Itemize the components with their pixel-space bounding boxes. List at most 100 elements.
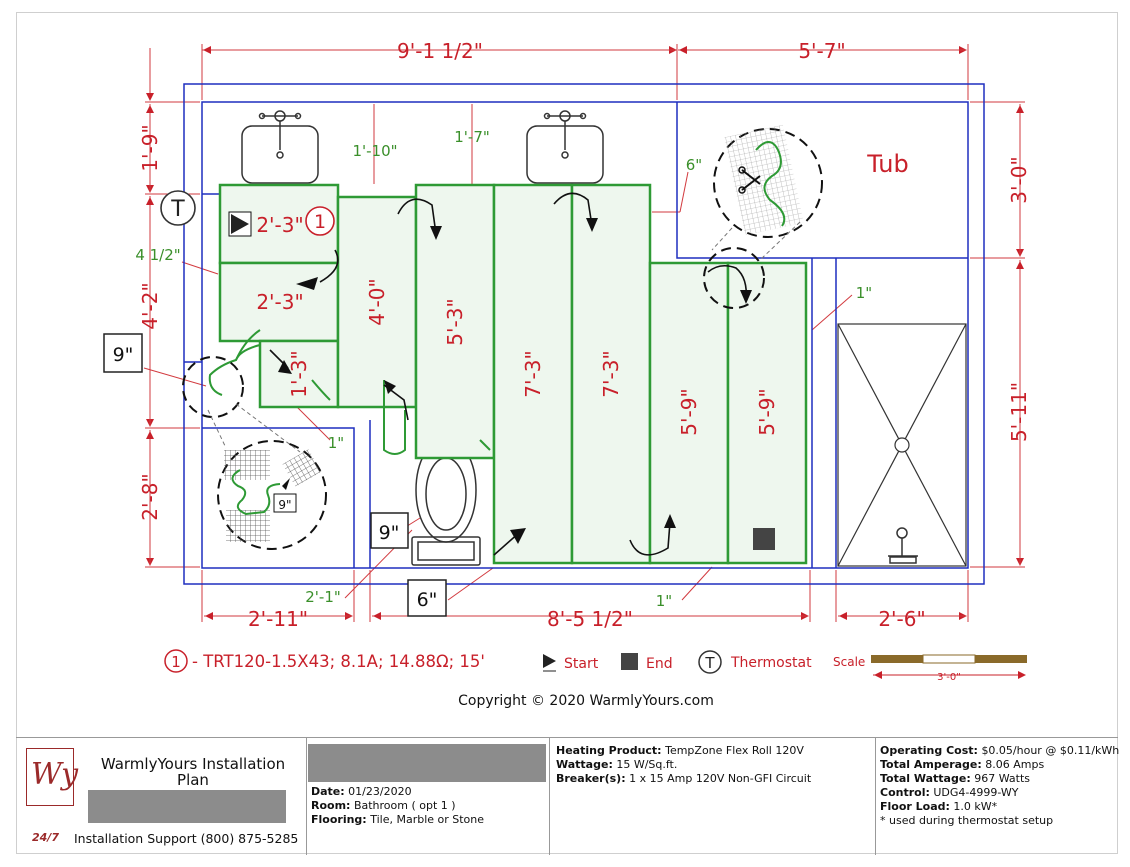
detail-bubble-cut bbox=[703, 124, 823, 309]
gap-1in-bottom: 1" bbox=[656, 592, 672, 610]
redacted-customer bbox=[88, 790, 286, 823]
opcost-line: Operating Cost: $0.05/hour @ $0.11/kWh bbox=[880, 744, 1120, 757]
dim-top-right: 5'-7" bbox=[798, 39, 845, 63]
breaker-value: 1 x 15 Amp 120V Non-GFI Circuit bbox=[629, 772, 812, 785]
company-title: WarmlyYours Installation Plan bbox=[100, 755, 286, 789]
legend-start: Start bbox=[564, 656, 599, 672]
gap-1in-shower: 1" bbox=[856, 284, 872, 302]
title-block: Wy WarmlyYours Installation Plan 24/7 In… bbox=[16, 737, 1120, 855]
legend-circuit-number: 1 bbox=[171, 653, 181, 671]
legend: 1 - TRT120-1.5X43; 8.1A; 14.88Ω; 15' Sta… bbox=[164, 649, 1027, 683]
title-block-electrical: Operating Cost: $0.05/hour @ $0.11/kWh T… bbox=[876, 738, 1120, 855]
segment-label-1: 2'-3" bbox=[256, 213, 303, 237]
circuit-number-badge: 1 bbox=[305, 206, 335, 236]
total-wattage-value: 967 Watts bbox=[974, 772, 1030, 785]
segment-label-8: 5'-9" bbox=[677, 388, 701, 435]
room-value: Bathroom ( opt 1 ) bbox=[353, 799, 456, 812]
floor-load-value: 1.0 kW* bbox=[953, 800, 998, 813]
dim-left-top: 1'-9" bbox=[138, 124, 162, 171]
sink-right-icon bbox=[526, 110, 604, 184]
breaker-line: Breaker(s): 1 x 15 Amp 120V Non-GFI Circ… bbox=[556, 772, 812, 785]
heating-value: TempZone Flex Roll 120V bbox=[665, 744, 804, 757]
start-marker bbox=[228, 211, 252, 237]
legend-thermostat: Thermostat bbox=[730, 655, 812, 671]
amperage-value: 8.06 Amps bbox=[985, 758, 1045, 771]
cable-runs bbox=[208, 185, 495, 560]
dim-left-bottom: 2'-8" bbox=[138, 473, 162, 520]
dim-bottom-left: 2'-11" bbox=[248, 607, 308, 631]
flooring-line: Flooring: Tile, Marble or Stone bbox=[311, 813, 485, 826]
direction-arrows bbox=[269, 192, 748, 556]
dim-top-left: 9'-1 1/2" bbox=[397, 39, 483, 63]
segment-label-9: 5'-9" bbox=[755, 388, 779, 435]
detail-bubble-turn bbox=[182, 356, 327, 550]
arrow-heads bbox=[278, 218, 752, 544]
gap-2-1: 2'-1" bbox=[305, 588, 341, 606]
wattage-value: 15 W/Sq.ft. bbox=[616, 758, 678, 771]
boxed-callouts bbox=[103, 333, 447, 617]
gap-1-7: 1'-7" bbox=[454, 128, 490, 146]
amperage-line: Total Amperage: 8.06 Amps bbox=[880, 758, 1045, 771]
date-value: 01/23/2020 bbox=[348, 785, 412, 798]
legend-scale: Scale bbox=[833, 655, 865, 669]
opcost-value: $0.05/hour @ $0.11/kWh bbox=[981, 744, 1120, 757]
callout-9in-toilet: 9" bbox=[379, 522, 400, 544]
wattage-line: Wattage: 15 W/Sq.ft. bbox=[556, 758, 678, 771]
dim-bottom-mid: 8'-5 1/2" bbox=[547, 607, 633, 631]
gap-1-10: 1'-10" bbox=[352, 142, 397, 160]
end-marker bbox=[753, 528, 775, 550]
segment-label-5: 5'-3" bbox=[443, 298, 467, 345]
floor-plan-drawing: T 1 9" 9" 6" 9" 9'-1 1/2" 5'-7" 2'-11" 8… bbox=[103, 39, 1031, 709]
total-wattage-line: Total Wattage: 967 Watts bbox=[880, 772, 1030, 785]
gap-4-1-2: 4 1/2" bbox=[135, 246, 180, 264]
floor-load-line: Floor Load: 1.0 kW* bbox=[880, 800, 998, 813]
support-badge: 24/7 bbox=[32, 831, 59, 844]
legend-mat-spec: - TRT120-1.5X43; 8.1A; 14.88Ω; 15' bbox=[192, 652, 485, 671]
date-line: Date: 01/23/2020 bbox=[311, 785, 412, 798]
title-block-company: Wy WarmlyYours Installation Plan 24/7 In… bbox=[16, 738, 307, 855]
thermostat-symbol: T bbox=[160, 190, 196, 226]
dimension-lines bbox=[143, 44, 1025, 622]
callout-9in-detail: 9" bbox=[278, 498, 291, 512]
redacted-project bbox=[308, 744, 546, 782]
copyright: Copyright © 2020 WarmlyYours.com bbox=[458, 693, 714, 709]
segment-label-2: 2'-3" bbox=[256, 290, 303, 314]
control-line: Control: UDG4-4999-WY bbox=[880, 786, 1019, 799]
warmlyyours-logo: Wy bbox=[26, 748, 78, 806]
circuit-number: 1 bbox=[314, 211, 326, 233]
segment-label-7: 7'-3" bbox=[599, 350, 623, 397]
shower bbox=[837, 323, 967, 567]
legend-scale-value: 3'-0" bbox=[937, 672, 961, 683]
sink-left-icon bbox=[241, 110, 319, 184]
thermostat-legend-icon bbox=[698, 650, 722, 674]
dim-left-mid: 4'-2" bbox=[138, 282, 162, 329]
scale-bar bbox=[871, 654, 1027, 679]
callout-9in-left: 9" bbox=[113, 344, 134, 366]
dim-bottom-right: 2'-6" bbox=[878, 607, 925, 631]
flooring-value: Tile, Marble or Stone bbox=[370, 813, 485, 826]
tub-label: Tub bbox=[866, 150, 908, 178]
legend-thermostat-letter: T bbox=[704, 654, 715, 672]
logo-text: Wy bbox=[31, 757, 79, 792]
footnote: * used during thermostat setup bbox=[880, 814, 1054, 827]
gap-1in-left: 1" bbox=[328, 434, 344, 452]
callout-6in: 6" bbox=[417, 589, 438, 611]
title-block-product: Heating Product: TempZone Flex Roll 120V… bbox=[550, 738, 876, 855]
gap-6in: 6" bbox=[686, 156, 702, 174]
support-phone: Installation Support (800) 875-5285 bbox=[74, 831, 299, 846]
heating-line: Heating Product: TempZone Flex Roll 120V bbox=[556, 744, 804, 757]
plan-sheet bbox=[16, 12, 1118, 854]
room-line: Room: Bathroom ( opt 1 ) bbox=[311, 799, 456, 812]
start-icon bbox=[543, 654, 556, 668]
segment-label-4: 4'-0" bbox=[365, 278, 389, 325]
thermostat-letter: T bbox=[170, 197, 185, 222]
dim-right-bottom: 5'-11" bbox=[1007, 382, 1031, 442]
shower-valve-icon bbox=[888, 527, 918, 564]
control-value: UDG4-4999-WY bbox=[933, 786, 1019, 799]
title-block-project: Date: 01/23/2020 Room: Bathroom ( opt 1 … bbox=[307, 738, 550, 855]
end-icon bbox=[621, 653, 638, 670]
heating-mats bbox=[218, 183, 808, 565]
segment-label-6: 7'-3" bbox=[521, 350, 545, 397]
legend-end: End bbox=[646, 656, 673, 672]
dim-right-top: 3'-0" bbox=[1007, 156, 1031, 203]
